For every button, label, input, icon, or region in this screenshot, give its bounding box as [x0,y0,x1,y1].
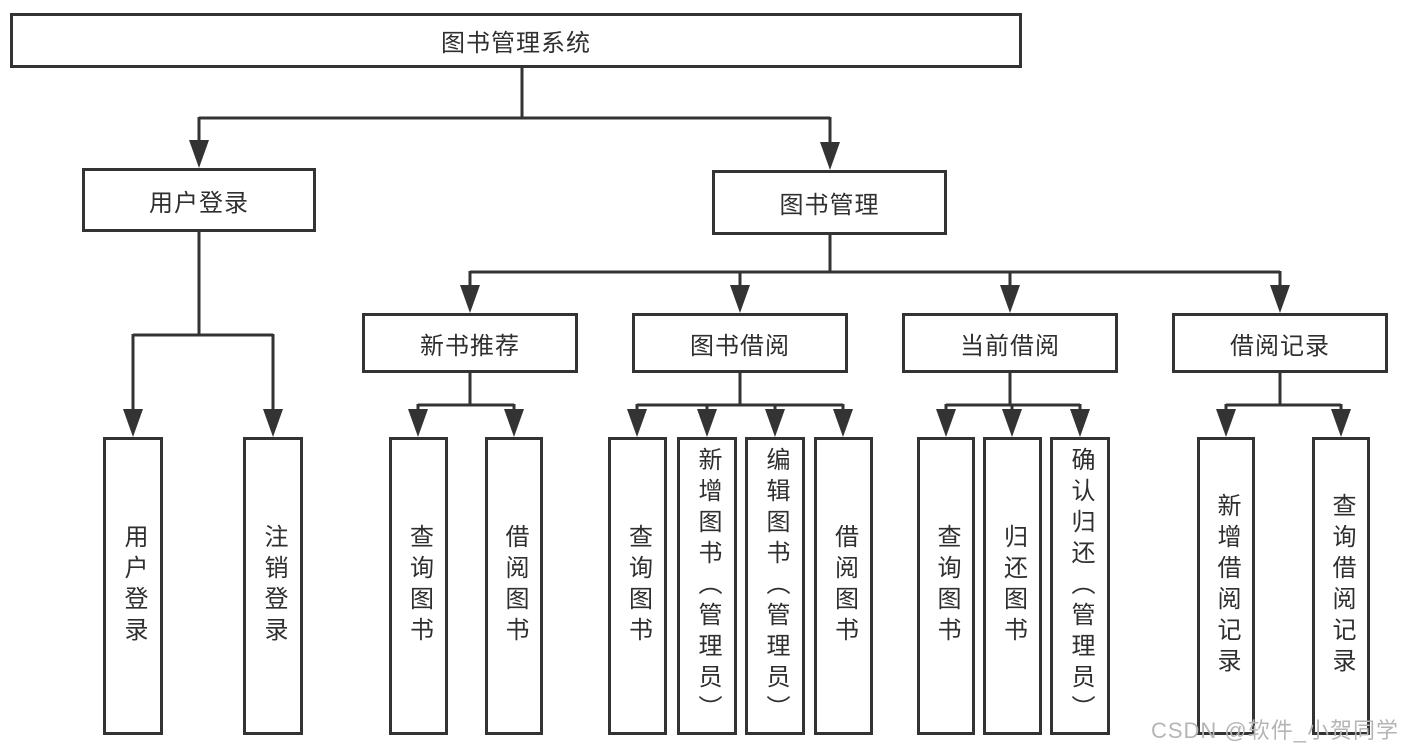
leaf-current-query-label: 查询图书 [933,524,960,648]
leaf-newbooks-query-label: 查询图书 [405,524,433,648]
node-borrow-records: 借阅记录 [1172,313,1388,373]
leaf-newbooks-query: 查询图书 [389,437,448,735]
leaf-borrow-edit-admin: 编辑图书（管理员） [745,437,805,735]
node-user-login-label: 用户登录 [149,189,249,217]
leaf-current-query: 查询图书 [917,437,975,735]
node-current-borrow-label: 当前借阅 [960,332,1060,360]
leaf-borrow-add-admin-label: 新增图书（管理员） [694,446,721,726]
leaf-user-login: 用户登录 [103,437,163,735]
leaf-borrow-add-admin: 新增图书（管理员） [677,437,737,735]
node-current-borrow: 当前借阅 [902,313,1118,373]
leaf-borrow-query-label: 查询图书 [624,524,652,648]
leaf-borrow-query: 查询图书 [608,437,667,735]
leaf-logout: 注销登录 [243,437,303,735]
node-book-borrow: 图书借阅 [632,313,848,373]
leaf-borrow-edit-admin-label: 编辑图书（管理员） [762,446,789,726]
leaf-current-confirm-admin: 确认归还（管理员） [1050,437,1110,735]
leaf-records-query: 查询借阅记录 [1312,437,1370,735]
leaf-current-return: 归还图书 [983,437,1042,735]
node-book-borrow-label: 图书借阅 [690,332,790,360]
node-book-management: 图书管理 [712,170,947,235]
node-new-book-recommend-label: 新书推荐 [420,332,520,360]
leaf-newbooks-borrow-label: 借阅图书 [501,524,528,648]
node-book-management-label: 图书管理 [779,192,880,219]
leaf-user-login-label: 用户登录 [120,524,147,648]
leaf-logout-label: 注销登录 [260,524,287,648]
leaf-borrow-borrow: 借阅图书 [814,437,873,735]
csdn-watermark: CSDN @软件_小贺同学 [1150,718,1399,743]
leaf-current-confirm-admin-label: 确认归还（管理员） [1067,446,1094,726]
node-root-system-label: 图书管理系统 [441,30,591,57]
leaf-newbooks-borrow: 借阅图书 [485,437,543,735]
leaf-records-add: 新增借阅记录 [1197,437,1255,735]
node-borrow-records-label: 借阅记录 [1230,332,1330,360]
node-new-book-recommend: 新书推荐 [362,313,578,373]
leaf-records-add-label: 新增借阅记录 [1213,493,1240,679]
leaf-borrow-borrow-label: 借阅图书 [830,524,858,648]
node-user-login: 用户登录 [82,168,316,232]
leaf-current-return-label: 归还图书 [999,524,1027,648]
node-root-system: 图书管理系统 [10,13,1022,68]
leaf-records-query-label: 查询借阅记录 [1328,493,1355,679]
